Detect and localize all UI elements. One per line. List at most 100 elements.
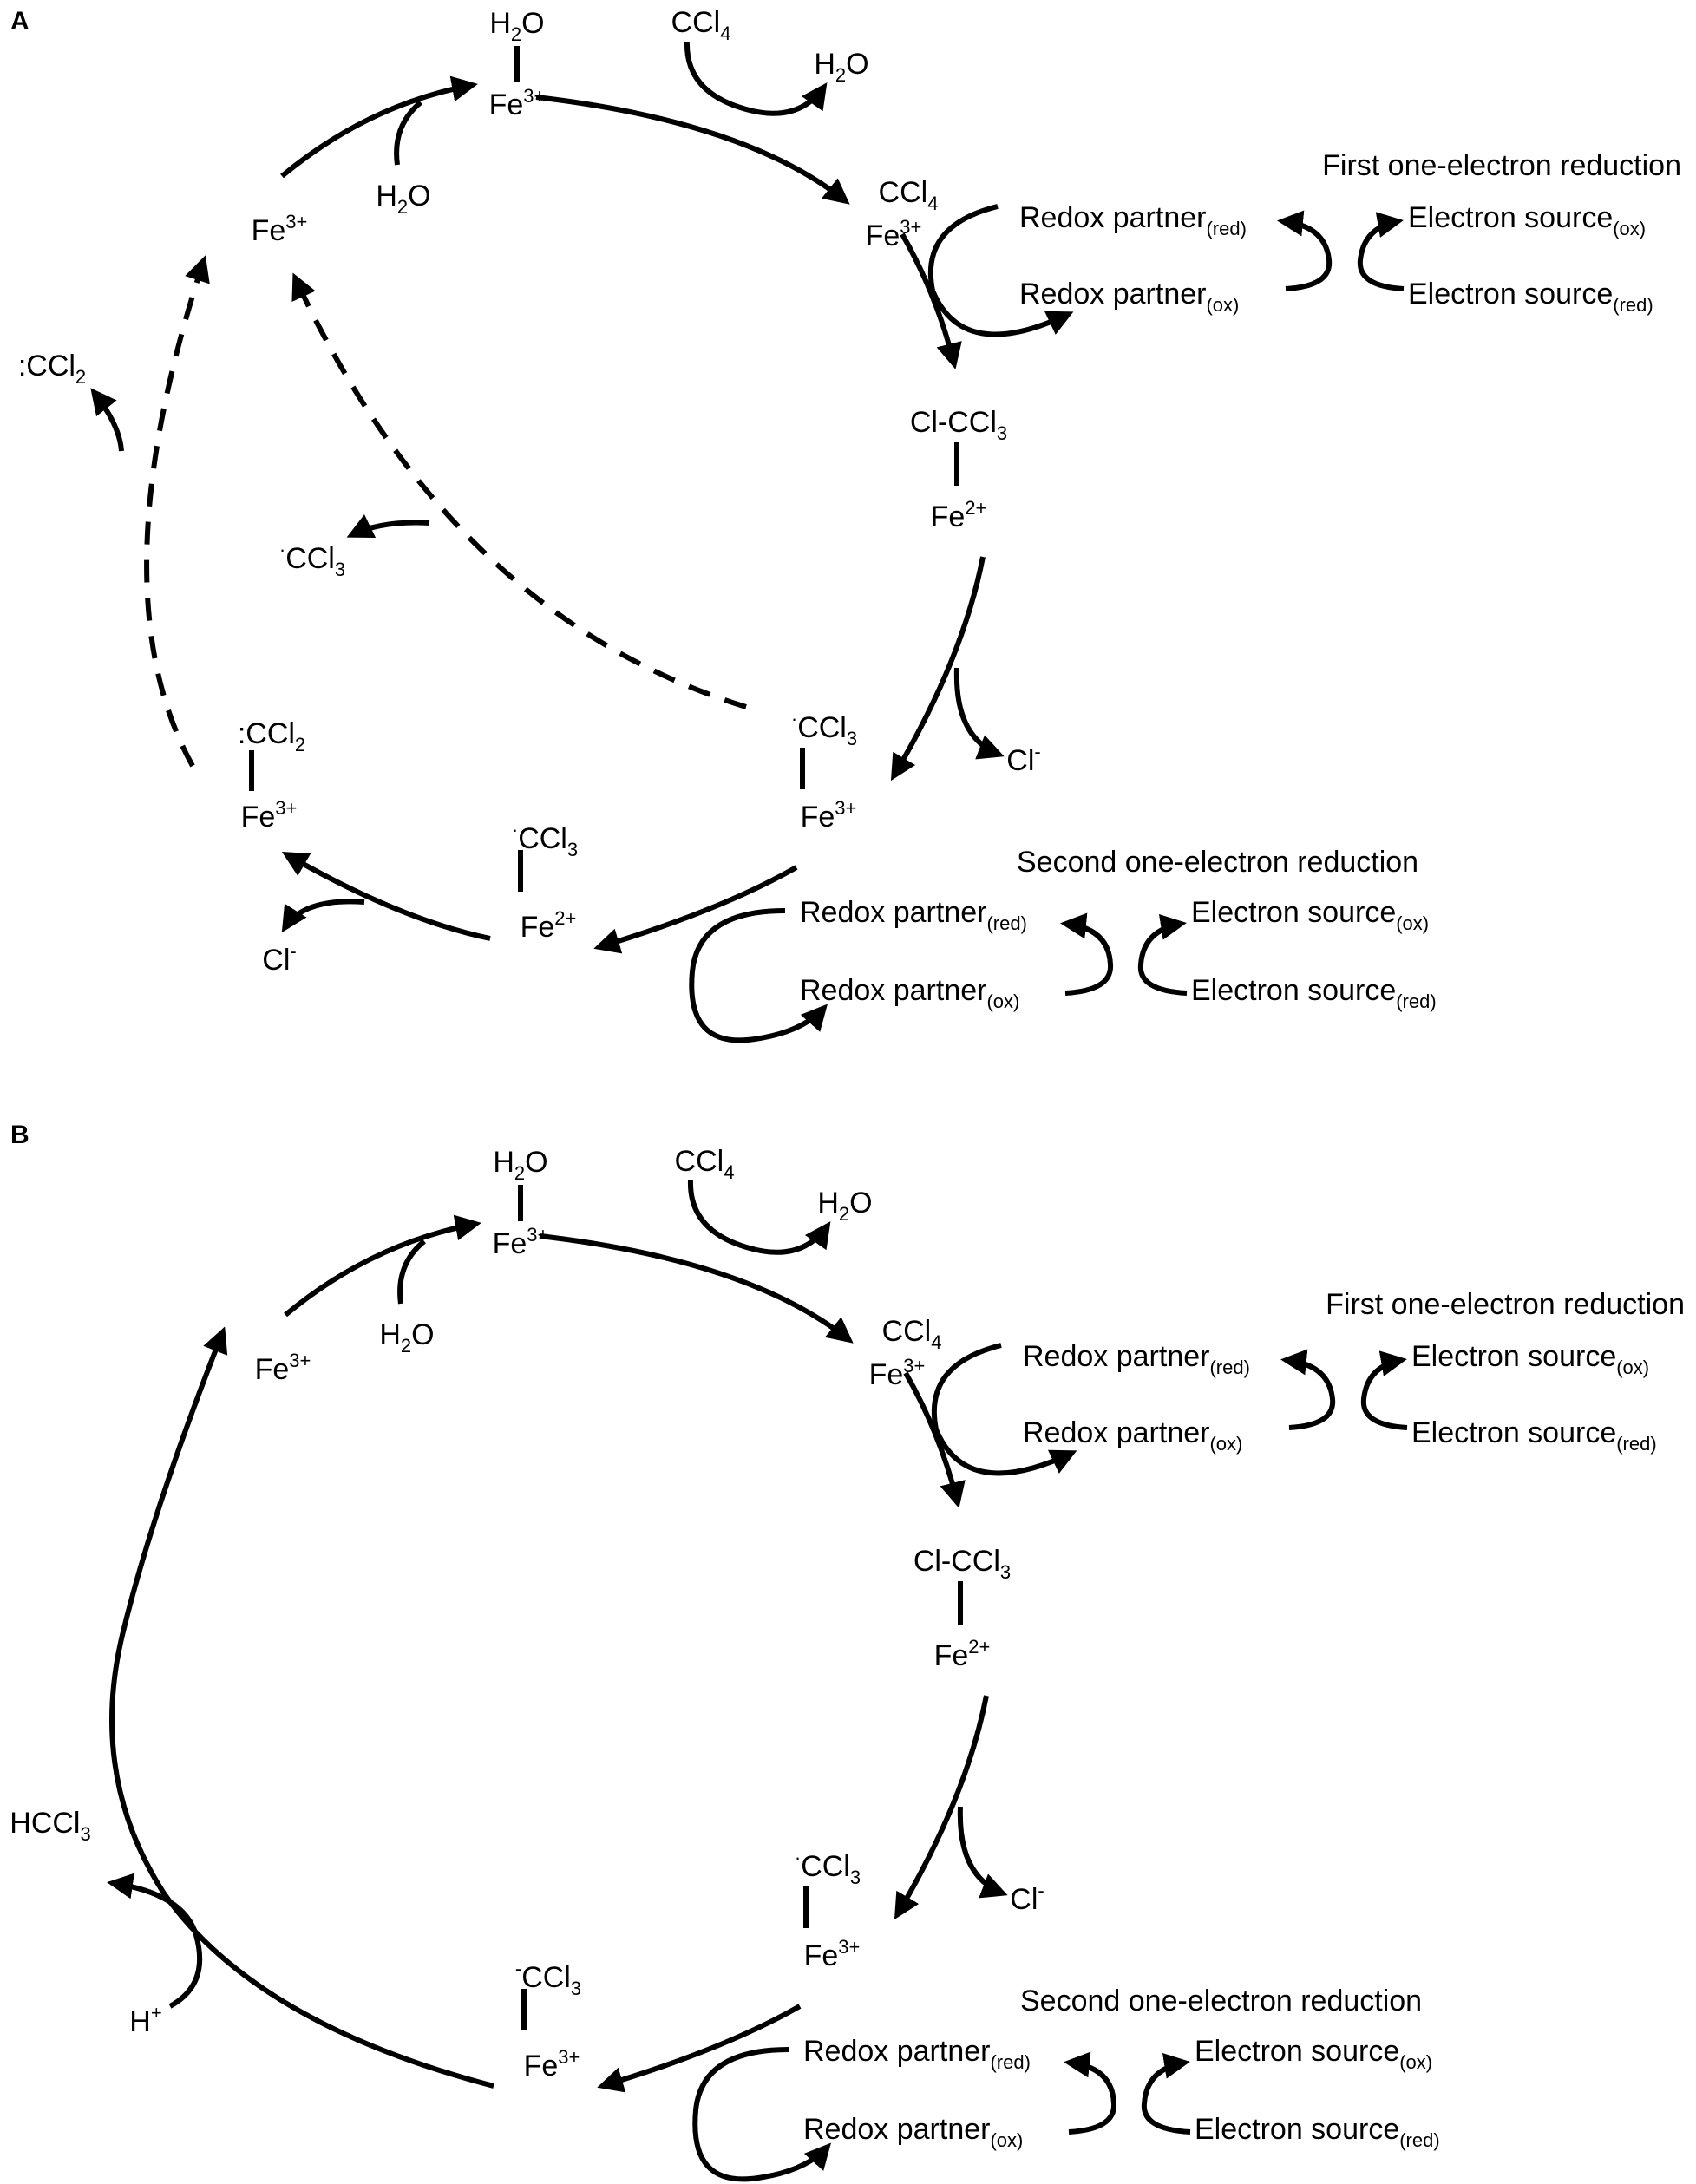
arrow-carbene-out	[90, 388, 124, 452]
label-bottom-ligand: -CCl3	[515, 1958, 581, 1999]
label-es2-ox: Electron source(ox)	[1191, 896, 1429, 934]
arrow-second-reduction	[597, 2004, 802, 2093]
label-redox1-ox: Redox partner(ox)	[1019, 278, 1239, 316]
panel-label-b: B	[10, 1121, 29, 1149]
label-top-fe: Fe3+	[489, 85, 546, 121]
arrow-radical-out	[346, 514, 430, 539]
label-left-fe: Fe3+	[255, 1350, 311, 1386]
arrow-first-reduction	[900, 232, 962, 369]
arrow-water-binding	[397, 1239, 426, 1305]
label-top-fe: Fe3+	[493, 1224, 549, 1260]
label-ccl4-in: CCl4	[671, 6, 731, 44]
label-redox1-red: Redox partner(red)	[1023, 1340, 1250, 1378]
label-proton: H+	[129, 2002, 161, 2038]
arrow-water-out	[756, 1221, 831, 1255]
label-ccl4-in: CCl4	[675, 1145, 735, 1183]
arrow-ccl4-in	[687, 1180, 757, 1252]
arrow-electron-source-1-ox	[1357, 212, 1405, 291]
arrow-fe-to-aqua-complex	[284, 1214, 481, 1318]
label-bound-fe: Fe3+	[866, 216, 922, 252]
arrow-cl-out	[957, 1806, 1008, 1899]
arrow-electron-source-1-ox	[1360, 1350, 1408, 1430]
label-radical: ·CCl3	[795, 1847, 861, 1888]
label-cl-out1: Cl-	[1006, 741, 1040, 777]
label-es1-ox: Electron source(ox)	[1408, 201, 1646, 239]
arrow-cl-loss	[890, 556, 986, 781]
label-es1-red: Electron source(red)	[1408, 278, 1653, 316]
arrow-cl-loss	[894, 1695, 989, 1920]
panel-b-diagram	[107, 1180, 1408, 2182]
arrow-cl-out-2	[281, 899, 365, 933]
arrow-redox-loop-1	[927, 204, 1074, 337]
label-redox2-ox: Redox partner(ox)	[800, 974, 1019, 1012]
label-fe2: Fe2+	[931, 497, 987, 533]
label-second-reduction: Second one-electron reduction	[1017, 846, 1418, 879]
label-free-radical: ·CCl3	[279, 539, 345, 580]
label-bottom-fe: Fe3+	[524, 2046, 580, 2083]
label-redox1-red: Redox partner(red)	[1019, 201, 1247, 239]
label-es2-red: Electron source(red)	[1191, 974, 1437, 1012]
label-clccl3: Cl-CCl3	[913, 1545, 1011, 1583]
label-water-out: H2O	[814, 48, 868, 86]
label-carbene: :CCl2	[238, 717, 305, 755]
label-radical-fe: Fe3+	[804, 1936, 861, 1972]
label-redox2-red: Redox partner(red)	[803, 2035, 1031, 2073]
label-bound-ccl4: CCl4	[879, 176, 939, 214]
arrow-fe-to-aqua-complex	[280, 75, 478, 179]
label-clccl3: Cl-CCl3	[910, 406, 1007, 444]
label-cl-out1: Cl-	[1010, 1880, 1044, 1916]
dashed-radical-release	[291, 272, 747, 709]
arrow-redox-loop-2	[692, 2047, 831, 2182]
label-es1-red: Electron source(red)	[1411, 1416, 1657, 1455]
label-redox1-ox: Redox partner(ox)	[1023, 1416, 1242, 1455]
panel-a-diagram	[90, 41, 1405, 1043]
label-redox2-red: Redox partner(red)	[800, 896, 1027, 934]
label-product: HCCl3	[10, 1807, 90, 1845]
arrow-electron-source-2-ox	[1137, 913, 1188, 996]
dashed-carbene-release	[144, 255, 210, 768]
arrow-electron-source-2-red	[1060, 912, 1114, 996]
arrow-electron-source-1-red	[1280, 1349, 1336, 1430]
label-free-carbene: :CCl2	[18, 350, 86, 388]
arrow-redox-loop-1	[931, 1343, 1077, 1476]
arrow-carbene-formation	[281, 852, 491, 941]
label-es2-ox: Electron source(ox)	[1195, 2035, 1432, 2073]
arrow-electron-source-2-red	[1064, 2051, 1117, 2135]
panel-label-a: A	[10, 7, 29, 36]
label-fe2: Fe2+	[934, 1636, 991, 1672]
label-top-water: H2O	[489, 7, 544, 45]
arrow-ccl4-binding	[535, 95, 850, 205]
label-redox2-ox: Redox partner(ox)	[803, 2113, 1023, 2151]
arrow-ccl4-in	[684, 41, 754, 114]
arrow-hccl3-out	[107, 1873, 199, 1936]
arrow-ccl4-binding	[539, 1233, 854, 1344]
label-left-fe: Fe3+	[252, 211, 308, 247]
label-water-in: H2O	[376, 180, 430, 218]
arrow-water-out	[752, 82, 828, 116]
label-bottom-fe: Fe2+	[521, 907, 577, 944]
arrow-proton-in	[168, 1934, 203, 2009]
arrow-electron-source-1-red	[1277, 210, 1333, 291]
label-carbene-fe: Fe3+	[241, 797, 298, 834]
label-bound-fe: Fe3+	[869, 1355, 926, 1391]
label-top-water: H2O	[493, 1146, 547, 1184]
label-water-in: H2O	[379, 1318, 434, 1357]
label-first-reduction: First one-electron reduction	[1326, 1288, 1685, 1321]
label-radical: ·CCl3	[791, 708, 857, 749]
label-first-reduction: First one-electron reduction	[1322, 149, 1681, 182]
label-es2-red: Electron source(red)	[1195, 2113, 1440, 2151]
label-second-reduction: Second one-electron reduction	[1020, 1985, 1422, 2017]
label-cl-out2: Cl-	[262, 940, 296, 977]
label-radical-fe: Fe3+	[801, 797, 857, 834]
arrow-water-binding	[394, 100, 422, 166]
label-bottom-ligand: ·CCl3	[512, 819, 578, 860]
label-es1-ox: Electron source(ox)	[1411, 1340, 1649, 1378]
arrow-second-reduction	[593, 865, 798, 954]
arrow-cl-out	[953, 667, 1005, 760]
arrow-redox-loop-2	[689, 908, 828, 1043]
arrow-first-reduction	[903, 1371, 966, 1508]
arrow-protonation-to-fe	[109, 1326, 494, 2089]
